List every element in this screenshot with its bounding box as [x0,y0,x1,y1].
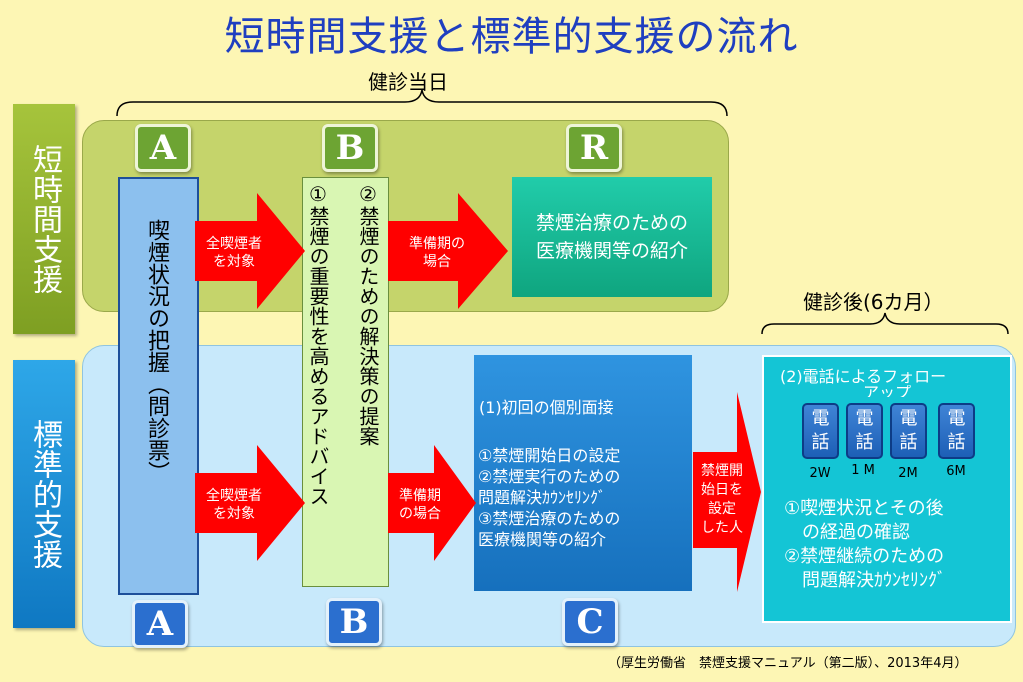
arrow-bottom-left-text: 全喫煙者を対象 [206,488,262,522]
arrow-top-right [388,193,508,309]
phone-heading-2: アップ [862,385,911,397]
phone-heading: (2)電話によるフォロー [780,367,947,386]
interview-line-4: ③禁煙治療のための [478,509,621,528]
after-checkup-label: 健診後(6カ月） [803,290,944,314]
short-support-label: 短時間支援 [13,104,75,334]
standard-support-label: 標準的支援 [13,360,75,628]
page-title: 短時間支援と標準的支援の流れ [224,14,799,60]
referral-line-1: 禁煙治療のための [535,212,688,234]
phone-label-6m: 6M [946,464,966,479]
assessment-text: 喫煙状況の把握（問診票） [144,219,169,483]
phone-label-2w: 2W [809,466,831,481]
phone-lines: ①喫煙状況とその後 の経過の確認 ②禁煙継続のための 問題解決ｶｳﾝｾﾘﾝｸﾞ [784,497,946,593]
assessment-box: 喫煙状況の把握（問診票） [118,177,199,595]
advice-text-2: ②禁煙のための解決策の提案 [356,182,380,446]
arrow-bottom-right [388,445,476,561]
letter-c-bottom: C [562,598,618,646]
checkup-day-brace [116,89,728,117]
letter-b-top: B [322,124,378,172]
arrow-bottom-c-text: 禁煙開始日を設定した人 [701,463,743,536]
interview-line-1: ①禁煙開始日の設定 [478,446,621,465]
phone-label-2m: 2M [898,466,918,481]
arrow-bottom-right-text: 準備期の場合 [399,488,441,522]
interview-line-3: 問題解決ｶｳﾝｾﾘﾝｸﾞ [478,488,607,507]
letter-a-bottom: A [132,600,188,648]
phone-icon: 電話 [890,403,927,459]
arrow-top-left [195,193,305,309]
interview-lines: ①禁煙開始日の設定 ②禁煙実行のための 問題解決ｶｳﾝｾﾘﾝｸﾞ ③禁煙治療のた… [478,445,620,550]
arrow-top-left-text: 全喫煙者を対象 [206,236,262,270]
letter-r-top: R [566,124,622,172]
advice-box: ①禁煙の重要性を高めるアドバイス ②禁煙のための解決策の提案 [302,177,389,587]
arrow-bottom-c [693,392,761,592]
phone-followup-box: (2)電話によるフォロー アップ 電話 電話 電話 電話 2W 1 M 2M 6… [762,355,1012,623]
interview-line-2: ②禁煙実行のための [478,467,621,486]
phone-line-2: の経過の確認 [802,522,910,543]
checkup-day-label: 健診当日 [368,70,448,94]
interview-heading: (1)初回の個別面接 [479,398,614,417]
individual-interview-box: (1)初回の個別面接 ①禁煙開始日の設定 ②禁煙実行のための 問題解決ｶｳﾝｾﾘ… [474,355,692,591]
letter-a-top: A [135,124,191,172]
source-footer: （厚生労働省 禁煙支援マニュアル（第二版）、2013年4月） [608,656,968,671]
arrow-top-right-text: 準備期の場合 [409,236,465,270]
phone-icon: 電話 [802,403,839,459]
interview-line-5: 医療機関等の紹介 [478,530,607,549]
after-checkup-brace [761,312,1009,335]
letter-b-bottom: B [326,598,382,646]
phone-line-1: ①喫煙状況とその後 [784,498,944,519]
phone-icon: 電話 [938,403,975,459]
phone-line-4: 問題解決ｶｳﾝｾﾘﾝｸﾞ [802,570,946,591]
advice-text-1: ①禁煙の重要性を高めるアドバイス [306,182,330,506]
arrow-bottom-left [195,445,305,561]
referral-box: 禁煙治療のための 医療機関等の紹介 [512,177,712,297]
phone-label-1m: 1 M [851,463,875,478]
phone-line-3: ②禁煙継続のための [784,546,945,567]
phone-icon: 電話 [846,403,883,459]
referral-line-2: 医療機関等の紹介 [535,240,688,262]
